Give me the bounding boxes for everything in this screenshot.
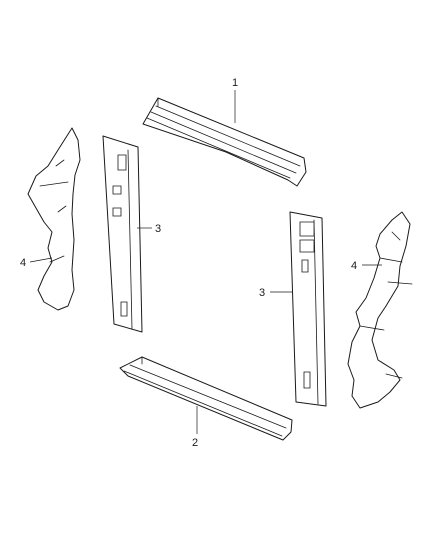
callout-3-left: 3: [155, 223, 161, 235]
callout-4-right: 4: [351, 260, 357, 272]
lower-support-bar: [119, 356, 293, 441]
left-air-deflector: [27, 127, 81, 311]
callout-4-left: 4: [20, 257, 26, 269]
callout-2: 2: [192, 437, 198, 449]
callout-3-right: 3: [259, 287, 265, 299]
callout-labels: 1 2 3 3 4 4: [20, 77, 357, 449]
right-side-panel: [289, 211, 327, 407]
left-side-panel: [102, 135, 143, 333]
leader-lines: [29, 90, 382, 434]
callout-1: 1: [232, 77, 238, 89]
upper-support-bar: [142, 97, 307, 187]
right-air-deflector: [347, 211, 413, 409]
leader-4-left: [29, 257, 53, 263]
